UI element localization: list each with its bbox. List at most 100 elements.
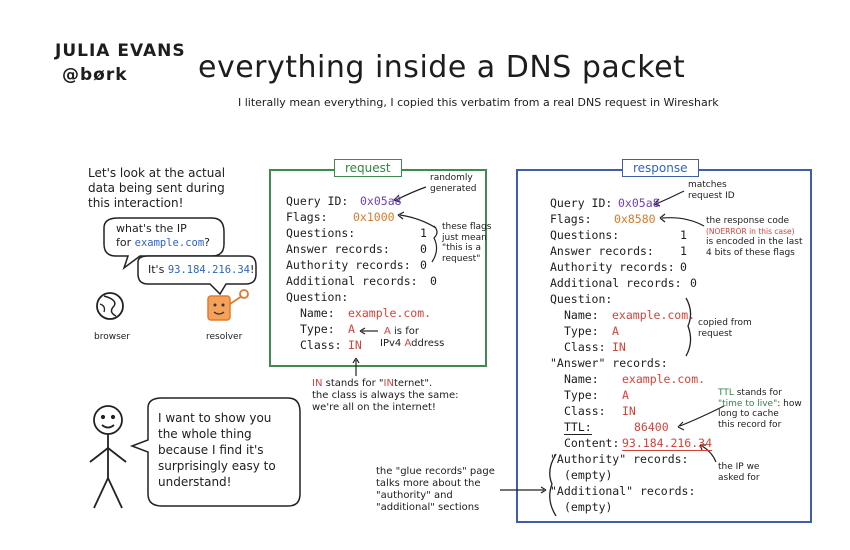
note-line: these flags xyxy=(442,222,492,232)
answer-ip: 93.184.216.34 xyxy=(167,264,250,276)
intro-text: Let's look at the actual data being sent… xyxy=(88,166,225,211)
note-in-internet: IN stands for "INternet". the class is a… xyxy=(312,378,458,414)
note-in-text: stands for " xyxy=(325,378,384,389)
answer-bubble: It's 93.184.216.34! xyxy=(148,263,254,276)
answer-type-label: Type: xyxy=(564,388,599,402)
page-subtitle: I literally mean everything, I copied th… xyxy=(238,96,719,109)
response-questions-value: 1 xyxy=(680,228,687,242)
answer-type-value: A xyxy=(622,388,629,402)
note-ttl-how: : how xyxy=(777,398,802,409)
request-authority-records-label: Authority records: xyxy=(286,258,411,272)
answer-class-value: IN xyxy=(622,404,636,418)
response-additional-records-label: Additional records: xyxy=(550,276,682,290)
question-domain: example.com xyxy=(134,237,205,249)
answer-suffix: ! xyxy=(250,263,255,276)
note-line: generated xyxy=(430,183,477,194)
response-query-id-label: Query ID: xyxy=(550,196,613,210)
note-a-ipv4: A is for IPv4 Address xyxy=(380,326,444,350)
response-authority-records-value: 0 xyxy=(680,260,687,274)
note-line: the IP we xyxy=(718,462,760,472)
brace-copied-from-request xyxy=(685,297,692,357)
note-response-code: the response code (NOERROR in this case)… xyxy=(706,216,803,258)
note-ttl-abbrev: TTL xyxy=(718,388,734,398)
request-flags-label: Flags: xyxy=(286,210,328,224)
note-line: 4 bits of these flags xyxy=(706,247,795,258)
answer-prefix: It's xyxy=(148,263,165,276)
note-line: is encoded in the last xyxy=(706,237,803,247)
response-flags-value: 0x8580 xyxy=(614,212,656,226)
request-class-value: IN xyxy=(348,338,362,352)
question-line-1: what's the IP xyxy=(116,222,187,235)
note-line: talks more about the xyxy=(376,478,481,489)
note-in-line-1: IN stands for "INternet". xyxy=(312,378,458,390)
note-ipv4-a: A xyxy=(404,338,412,349)
note-ipv4-rest: ddress xyxy=(411,338,445,349)
note-ip-we-asked: the IP we asked for xyxy=(718,462,760,483)
answer-class-label: Class: xyxy=(564,404,606,418)
note-ttl-line-2: "time to live": how xyxy=(718,399,802,410)
note-ipv4: IPv4 xyxy=(380,338,402,349)
request-label: request xyxy=(334,159,402,177)
note-matches-request-id: matches request ID xyxy=(688,180,735,201)
note-line: just mean xyxy=(442,232,487,243)
answer-name-value: example.com. xyxy=(622,372,706,386)
response-flags-label: Flags: xyxy=(550,212,592,226)
additional-empty: (empty) xyxy=(564,500,613,514)
response-question-label: Question: xyxy=(550,292,613,306)
request-flags-value: 0x1000 xyxy=(353,210,395,224)
intro-line: data being sent during xyxy=(88,181,225,195)
question-bubble: what's the IP for example.com? xyxy=(116,222,210,250)
request-additional-records-value: 0 xyxy=(430,274,437,288)
stick-line: surprisingly easy to xyxy=(158,459,276,473)
intro-line: this interaction! xyxy=(88,196,184,210)
response-answer-records-value: 1 xyxy=(680,244,687,258)
request-additional-records-label: Additional records: xyxy=(286,274,418,288)
request-answer-records-value: 0 xyxy=(420,242,427,256)
authority-section-label: "Authority" records: xyxy=(550,452,689,466)
response-questions-label: Questions: xyxy=(550,228,620,242)
response-class-value: IN xyxy=(612,340,626,354)
request-authority-records-value: 0 xyxy=(420,258,427,272)
stick-figure xyxy=(89,405,127,509)
note-line: matches xyxy=(688,180,727,190)
note-line: "additional" sections xyxy=(376,502,480,513)
note-ttl-line-1: TTL stands for xyxy=(718,388,802,399)
note-a-line-2: IPv4 Address xyxy=(380,338,444,350)
answer-content-value: 93.184.216.34 xyxy=(622,436,713,451)
question-line-2: for example.com? xyxy=(116,236,210,250)
request-type-label: Type: xyxy=(300,322,335,336)
stick-bubble-outline xyxy=(129,397,301,507)
note-line: randomly xyxy=(430,173,473,183)
intro-line: Let's look at the actual xyxy=(88,166,226,180)
additional-section-label: "Additional" records: xyxy=(550,484,696,498)
note-in-line-3: we're all on the internet! xyxy=(312,402,436,413)
note-ttl-expanded: "time to live" xyxy=(718,398,778,409)
response-type-value: A xyxy=(612,324,619,338)
stick-line: understand! xyxy=(158,475,232,489)
arrow-ip xyxy=(701,445,717,463)
note-line: the response code xyxy=(706,216,790,226)
request-name-value: example.com. xyxy=(348,306,432,320)
note-line: request" xyxy=(442,253,481,264)
note-line: asked for xyxy=(718,472,760,483)
stick-line: I want to show you xyxy=(158,411,272,425)
note-in-letters: IN xyxy=(383,378,394,389)
note-a-line-1: A is for xyxy=(384,326,444,338)
response-label: response xyxy=(622,159,699,177)
response-type-label: Type: xyxy=(564,324,599,338)
arrow-ttl xyxy=(679,405,725,427)
note-line: request xyxy=(698,328,733,339)
request-type-value: A xyxy=(348,322,355,336)
page-title: everything inside a DNS packet xyxy=(198,50,686,85)
note-line: request ID xyxy=(688,190,735,201)
note-ttl-stands: stands for xyxy=(736,388,782,398)
note-in-line-2: the class is always the same: xyxy=(312,390,459,401)
answer-content-label: Content: xyxy=(564,436,620,450)
note-a-rest: is for xyxy=(394,326,419,337)
browser-label: browser xyxy=(94,332,131,342)
request-query-id-label: Query ID: xyxy=(286,194,349,208)
arrow-flags-request xyxy=(399,214,437,229)
arrow-response-code xyxy=(661,217,705,227)
arrow-randomly-generated xyxy=(395,186,427,201)
